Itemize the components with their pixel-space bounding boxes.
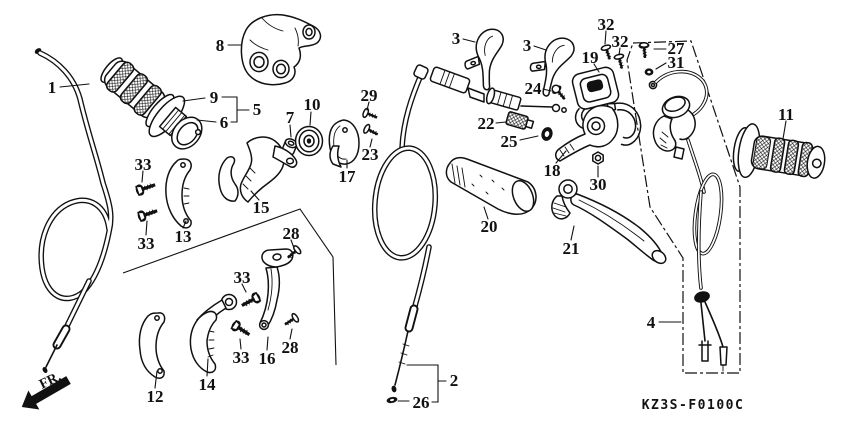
callout-32-b: 32	[612, 32, 629, 51]
screw-32-b	[612, 52, 628, 72]
bolt-33-d	[228, 318, 254, 341]
adjuster-bolt-22	[505, 111, 535, 130]
clutch-cable-2	[371, 64, 567, 393]
bolt-33-b	[135, 204, 161, 224]
screw-24	[550, 83, 570, 104]
callout-19: 19	[582, 48, 599, 67]
callout-28-b: 28	[282, 338, 299, 357]
callout-16: 16	[259, 349, 276, 368]
throttle-pipe-6	[158, 106, 203, 150]
dust-boot-20	[445, 156, 537, 215]
cable-barrel	[429, 66, 471, 94]
callout-32-a: 32	[598, 15, 615, 34]
callout-33-d: 33	[233, 348, 250, 367]
handle-upper-holder-14	[189, 293, 238, 374]
clutch-lever-21	[551, 179, 667, 265]
cable-adjuster	[485, 87, 522, 111]
lever-bracket-18	[555, 102, 642, 162]
callout-26: 26	[413, 393, 430, 412]
callout-1: 1	[48, 78, 57, 97]
callout-6: 6	[220, 113, 229, 132]
callout-33-b: 33	[138, 234, 155, 253]
callout-23: 23	[362, 145, 379, 164]
callout-30: 30	[590, 175, 607, 194]
callout-labels: 1 8 9 5 6 7 10 29 23 17 33 33 13 15 3 3 …	[48, 15, 794, 412]
callout-18: 18	[544, 161, 561, 180]
callout-4: 4	[647, 313, 656, 332]
callout-2: 2	[450, 371, 459, 390]
callout-3-a: 3	[452, 29, 461, 48]
callout-33-c: 33	[234, 268, 251, 287]
bolt-33-c	[237, 290, 263, 312]
callout-14: 14	[199, 375, 217, 394]
screw-29	[360, 106, 381, 124]
callout-17: 17	[339, 167, 357, 186]
throttle-cable-1	[34, 48, 114, 373]
callout-27: 27	[668, 39, 686, 58]
callout-brackets	[236, 96, 447, 403]
callout-29: 29	[361, 86, 378, 105]
callout-9: 9	[210, 88, 219, 107]
callout-15: 15	[253, 198, 270, 217]
lever-bracket-16	[258, 248, 294, 331]
callout-5: 5	[253, 100, 262, 119]
cable-pulley-10	[294, 125, 324, 157]
callout-25: 25	[501, 132, 518, 151]
callout-22: 22	[478, 114, 495, 133]
callout-7: 7	[286, 108, 295, 127]
callout-8: 8	[216, 36, 225, 55]
callout-33-a: 33	[135, 155, 152, 174]
callout-28-a: 28	[283, 224, 300, 243]
handle-lower-holder-12	[138, 312, 166, 379]
switch-housing-4	[648, 69, 728, 372]
cable-elbow	[413, 64, 429, 80]
washer-31	[644, 68, 654, 76]
bolt-33-a	[133, 178, 159, 198]
callout-31: 31	[668, 53, 685, 72]
left-grip-assembly-5	[100, 57, 203, 150]
diagram-code: KZ3S-F0100C	[642, 398, 745, 413]
callout-3-b: 3	[523, 36, 532, 55]
nut-30	[592, 151, 604, 165]
callout-12: 12	[147, 387, 164, 406]
handle-upper-holder-15	[218, 136, 298, 203]
callout-11: 11	[778, 105, 794, 124]
cable-guide-3-b	[529, 37, 575, 97]
cable-guide-3-a	[464, 28, 504, 91]
dust-seal-25	[541, 127, 553, 141]
callout-21: 21	[563, 239, 580, 258]
callout-24: 24	[525, 79, 543, 98]
cable-guide-cover-17	[328, 119, 360, 168]
clamp-group-boundary-line	[122, 208, 337, 366]
washer-26	[386, 396, 398, 404]
screw-27	[637, 41, 652, 60]
front-direction-arrow: FR.	[21, 369, 71, 410]
callout-20: 20	[481, 217, 498, 236]
screw-28-b	[281, 311, 301, 330]
callout-10: 10	[304, 95, 321, 114]
throttle-housing-8	[240, 13, 322, 86]
screw-23	[361, 122, 382, 140]
handle-lower-holder-13	[165, 158, 192, 229]
callout-leader-lines	[59, 30, 787, 403]
callout-13: 13	[175, 227, 192, 246]
right-grip-11	[732, 123, 826, 179]
